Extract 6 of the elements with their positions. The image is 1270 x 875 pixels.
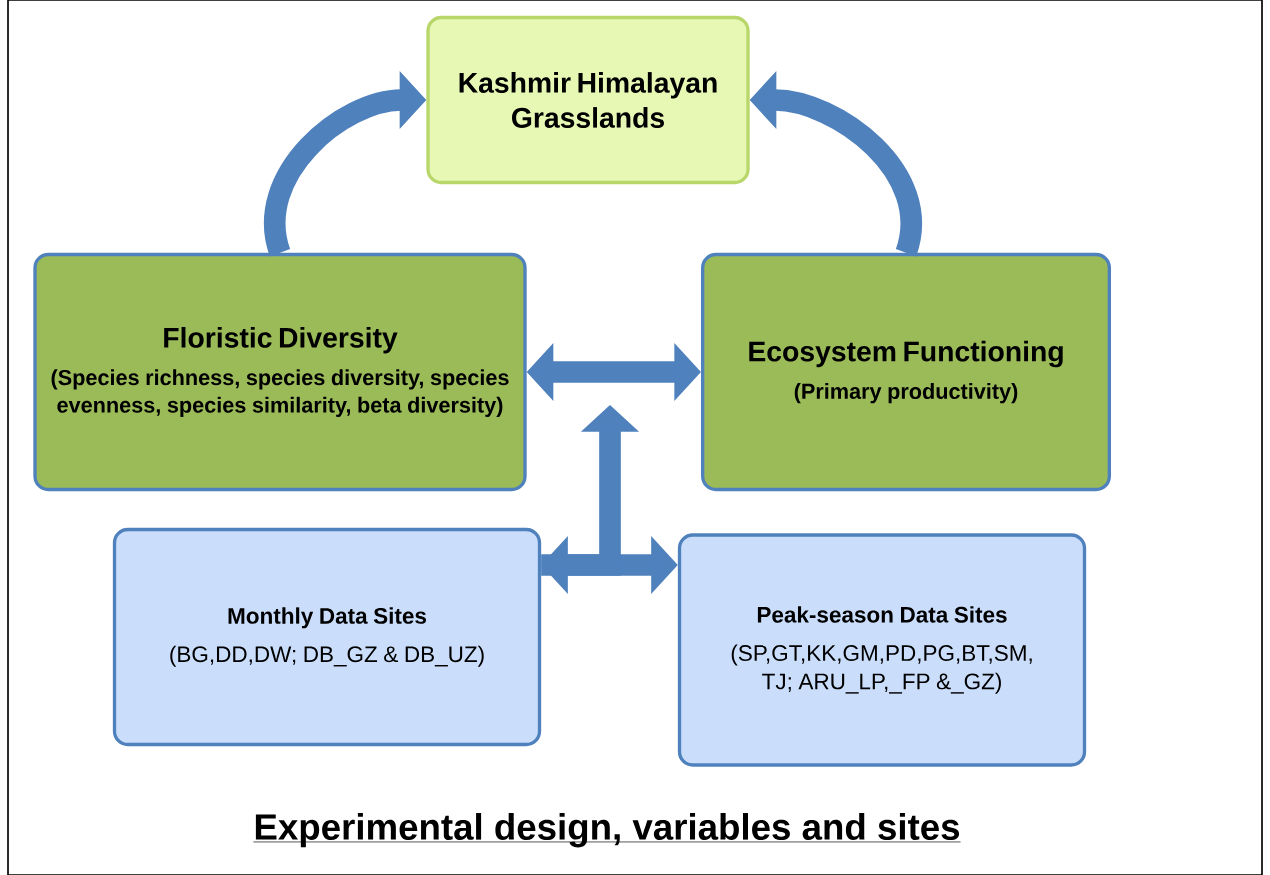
variable-box: Ecosystem Functioning (Primary productivity) [701,252,1111,492]
diagram-title: Experimental design, variables and sites [253,813,961,848]
sites-box: Monthly Data Sites (BG,DD,DW; DB_GZ & DB_UZ) [112,527,542,747]
variable-box: Floristic Diversity (Species richness, species diversity, species evenness, species similarity, beta diversity) [33,252,527,492]
title-box: Kashmir Himalayan Grasslands [426,15,750,185]
sites-box: Peak-season Data Sites (SP,GT,KK,GM,PD,PG,BT,SM, TJ; ARU_LP,_FP &_GZ) [677,533,1087,767]
